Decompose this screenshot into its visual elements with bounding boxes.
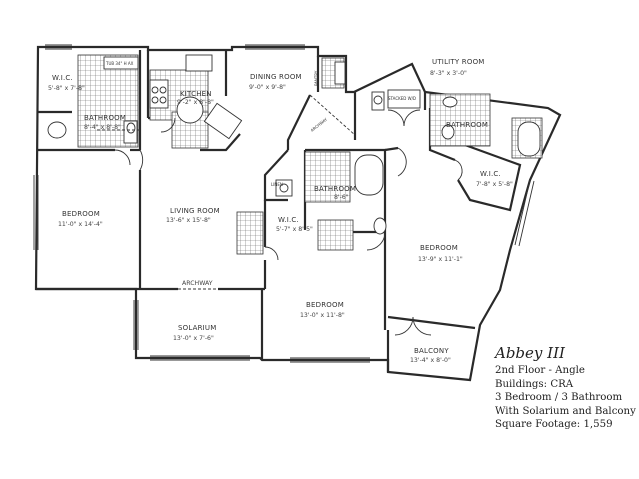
doors (96, 94, 463, 336)
solarium-dim: 13'-0" x 7'-6" (173, 335, 214, 342)
bath-left-label: BATHROOM (84, 114, 126, 122)
exterior-walls (34, 45, 562, 382)
bedroom-right-dim: 13'-9" x 11'-1" (418, 256, 463, 263)
wic-left-label: W.I.C. (52, 74, 73, 82)
wic-mid-label: W.I.C. (278, 216, 299, 224)
bedroom-mid-label: BEDROOM (306, 301, 344, 309)
bedroom-mid-dim: 13'-0" x 11'-8" (300, 312, 345, 319)
fixtures: TUB 34" H AX (47, 54, 541, 235)
interior-walls (36, 50, 522, 372)
plan-name: Abbey III (495, 344, 565, 362)
tub-note: TUB 34" H AX (105, 61, 134, 66)
plan-detail-bed-bath: 3 Bedroom / 3 Bathroom (495, 392, 623, 404)
room-labels: W.I.C. 5'-8" x 7'-8" BATHROOM 8'-4" x 8'… (48, 58, 513, 364)
wic-right-dim: 7'-8" x 5'-8" (476, 181, 513, 188)
stacked-wd-label: STACKED W/D (388, 96, 416, 101)
kitchen-label: KITCHEN (180, 90, 212, 98)
linen-label: LINEN (271, 182, 283, 187)
dining-label: DINING ROOM (250, 73, 302, 81)
archway-main-label: ARCHWAY (182, 280, 213, 287)
plan-detail-features: With Solarium and Balcony (495, 405, 636, 417)
plan-info-block: Abbey III 2nd Floor - Angle Buildings: C… (495, 344, 636, 432)
plan-detail-sqft: Square Footage: 1,559 (495, 419, 613, 431)
living-label: LIVING ROOM (170, 207, 220, 215)
plan-detail-buildings: Buildings: CRA (495, 378, 574, 390)
archway-hall-label: ARCHWAY (310, 116, 329, 132)
bath-left-dim: 8'-4" x 8'-8" (84, 124, 121, 131)
windows (33, 44, 535, 363)
bath-mid-dim: 8'-6" (334, 194, 349, 201)
bath-mid-label: BATHROOM (314, 185, 356, 193)
bedroom-right-label: BEDROOM (420, 244, 458, 252)
utility-label: UTILITY ROOM (432, 58, 485, 66)
balcony-dim: 13'-4" x 8'-0" (410, 357, 451, 364)
kitchen-dim: 9'-2" x 8'-8" (177, 99, 214, 106)
wic-right-label: W.I.C. (480, 170, 501, 178)
wic-mid-dim: 5'-7" x 8'-5" (276, 226, 313, 233)
solarium-label: SOLARIUM (178, 324, 217, 332)
dining-dim: 9'-0" x 9'-8" (249, 84, 286, 91)
bath-right-label: BATHROOM (446, 121, 488, 129)
bedroom-left-label: BEDROOM (62, 210, 100, 218)
utility-dim: 8'-3" x 3'-0" (430, 70, 467, 77)
plan-detail-floor: 2nd Floor - Angle (495, 365, 585, 376)
living-dim: 13'-6" x 15'-8" (166, 217, 211, 224)
pantry-label: PANTRY (314, 70, 319, 86)
balcony-label: BALCONY (414, 347, 449, 355)
bedroom-left-dim: 11'-0" x 14'-4" (58, 221, 103, 228)
wic-left-dim: 5'-8" x 7'-8" (48, 85, 85, 92)
